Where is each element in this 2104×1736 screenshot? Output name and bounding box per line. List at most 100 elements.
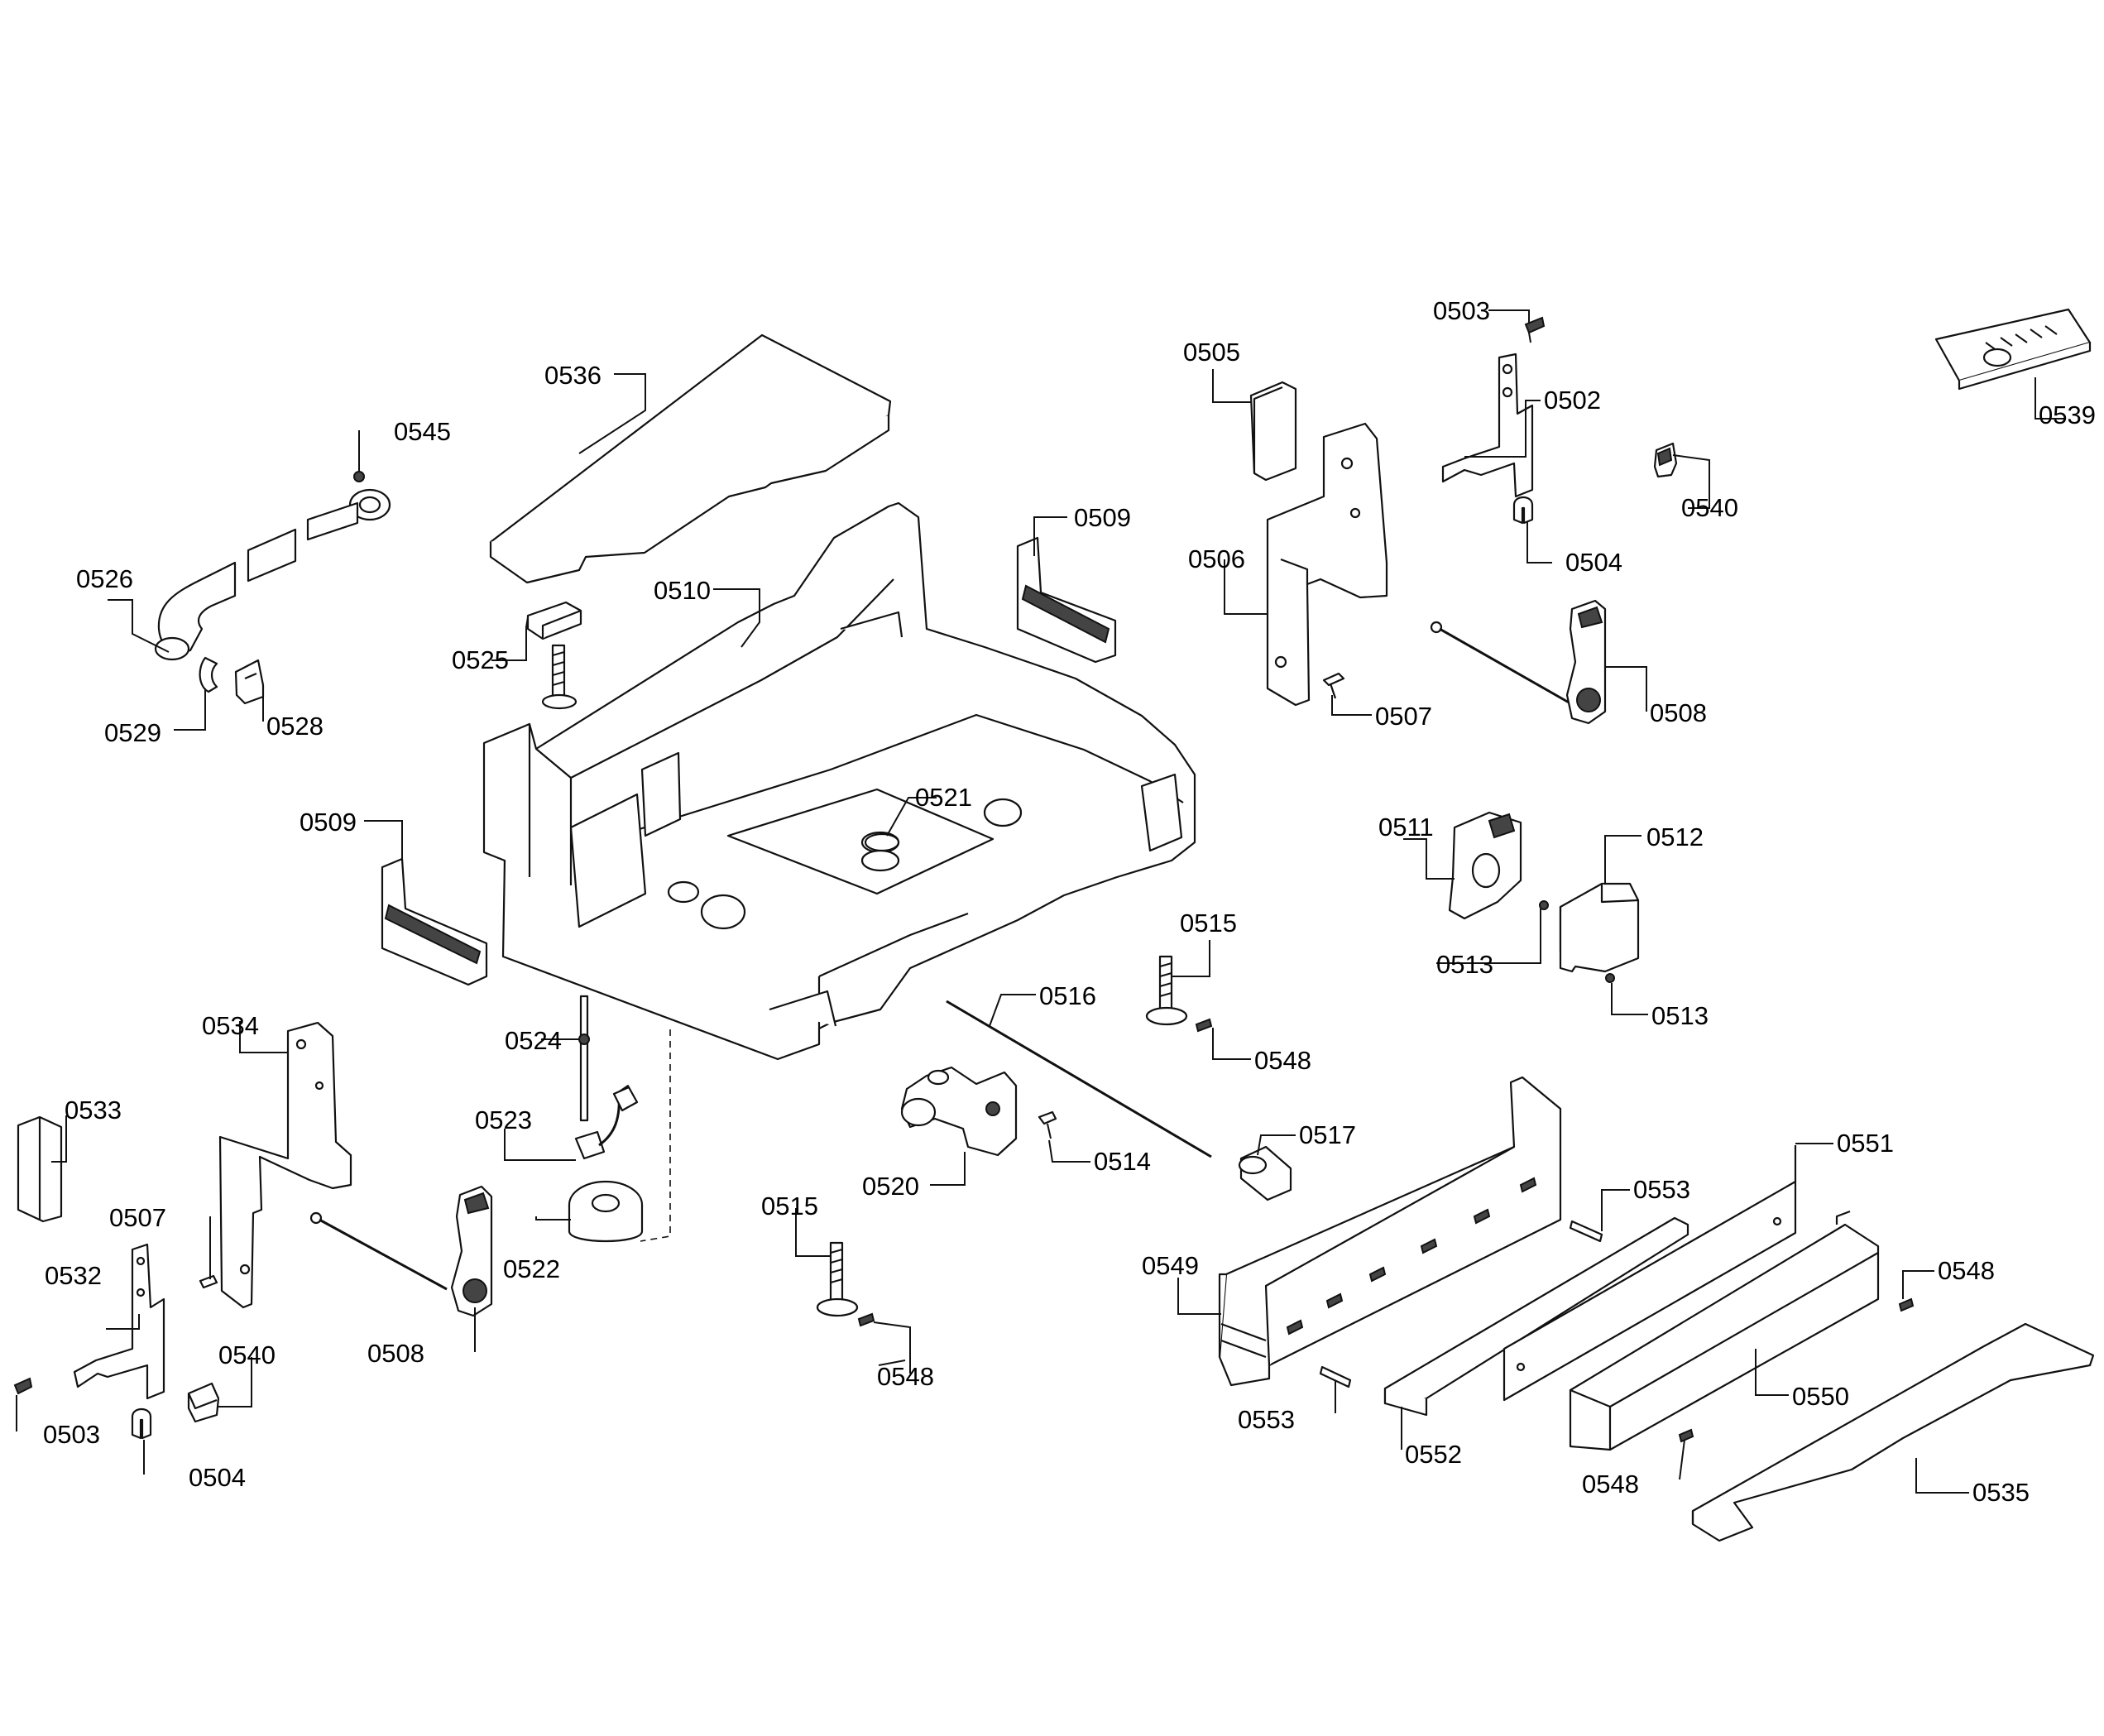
part-0548-screw-upper[interactable] bbox=[1195, 1018, 1213, 1033]
callout-0524[interactable]: 0524 bbox=[505, 1026, 562, 1055]
callout-0504[interactable]: 0504 bbox=[1565, 548, 1622, 577]
callout-0526[interactable]: 0526 bbox=[76, 564, 133, 593]
callout-0540-lower[interactable]: 0540 bbox=[218, 1340, 276, 1369]
part-0532-hinge-bracket[interactable] bbox=[73, 1243, 165, 1400]
part-0515-leveling-foot-lower[interactable] bbox=[816, 1241, 859, 1317]
part-0505-bracket[interactable] bbox=[1249, 381, 1297, 482]
part-0536-insulation-plate[interactable] bbox=[489, 333, 892, 584]
callout-0534[interactable]: 0534 bbox=[202, 1011, 259, 1040]
part-0535-base-plate[interactable] bbox=[1691, 1322, 2095, 1542]
callout-0549[interactable]: 0549 bbox=[1142, 1251, 1199, 1280]
callout-0535[interactable]: 0535 bbox=[1972, 1478, 2030, 1507]
part-0553-pin-upper[interactable] bbox=[1569, 1220, 1603, 1243]
part-0516-rod[interactable] bbox=[946, 1000, 1212, 1158]
callout-0548-bottom[interactable]: 0548 bbox=[1582, 1470, 1639, 1499]
part-0512-cover[interactable] bbox=[1559, 882, 1640, 973]
part-0539-hardware-bag[interactable] bbox=[1934, 308, 2092, 391]
callout-0508[interactable]: 0508 bbox=[1650, 698, 1707, 727]
part-0503-screw-lower[interactable] bbox=[13, 1377, 33, 1395]
part-0525-foot-bolt[interactable] bbox=[526, 601, 582, 710]
part-0510-base-frame[interactable] bbox=[482, 501, 1196, 1061]
callout-0505[interactable]: 0505 bbox=[1183, 338, 1240, 367]
callout-0525[interactable]: 0525 bbox=[452, 645, 509, 674]
part-0529-hose-clip[interactable] bbox=[199, 656, 218, 693]
callout-0550[interactable]: 0550 bbox=[1792, 1382, 1849, 1411]
part-0508-hinge-spring-lower[interactable] bbox=[309, 1185, 493, 1317]
callout-0515[interactable]: 0515 bbox=[1180, 909, 1237, 938]
part-0507-screw-upper[interactable] bbox=[1322, 672, 1345, 699]
callout-0552[interactable]: 0552 bbox=[1405, 1440, 1462, 1469]
callout-0512[interactable]: 0512 bbox=[1646, 822, 1704, 851]
part-0503-screw-upper[interactable] bbox=[1524, 316, 1546, 343]
callout-0522[interactable]: 0522 bbox=[503, 1254, 560, 1283]
callout-0548-mid[interactable]: 0548 bbox=[877, 1362, 934, 1391]
part-0511-housing[interactable] bbox=[1448, 811, 1522, 920]
callout-0513-lower[interactable]: 0513 bbox=[1651, 1001, 1709, 1030]
part-0513-screw-a[interactable] bbox=[1539, 900, 1549, 910]
part-0533-end-cap[interactable] bbox=[17, 1115, 63, 1223]
part-0534-side-panel[interactable] bbox=[218, 1021, 352, 1309]
part-0540-clip-lower[interactable] bbox=[187, 1382, 220, 1423]
part-0509-spring-bar-upper[interactable] bbox=[1016, 536, 1117, 664]
callout-0539[interactable]: 0539 bbox=[2039, 400, 2096, 429]
part-0526-drain-hose[interactable] bbox=[154, 501, 359, 661]
part-0528-bracket[interactable] bbox=[234, 659, 265, 705]
part-0504-clip-upper[interactable] bbox=[1512, 496, 1534, 525]
part-0513-screw-b[interactable] bbox=[1605, 973, 1615, 983]
callout-0503-lower[interactable]: 0503 bbox=[43, 1420, 100, 1449]
part-0509-spring-bar-lower[interactable] bbox=[381, 857, 488, 986]
callout-0553-lower[interactable]: 0553 bbox=[1238, 1405, 1295, 1434]
callout-0536[interactable]: 0536 bbox=[544, 361, 601, 390]
callout-0548[interactable]: 0548 bbox=[1254, 1046, 1311, 1075]
callout-0509[interactable]: 0509 bbox=[1074, 503, 1131, 532]
part-0523-wire-harness[interactable] bbox=[574, 1084, 639, 1160]
part-0506-side-panel[interactable] bbox=[1266, 422, 1388, 707]
callout-0502[interactable]: 0502 bbox=[1544, 386, 1601, 415]
callout-0520[interactable]: 0520 bbox=[862, 1172, 919, 1201]
part-0548-screw-mid[interactable] bbox=[857, 1312, 875, 1327]
part-0524-rod[interactable] bbox=[578, 995, 590, 1122]
callout-0516[interactable]: 0516 bbox=[1039, 981, 1096, 1010]
callout-0513[interactable]: 0513 bbox=[1436, 950, 1493, 979]
part-0521-float[interactable] bbox=[864, 832, 900, 852]
callout-0510[interactable]: 0510 bbox=[654, 576, 711, 605]
part-0514-screw[interactable] bbox=[1038, 1110, 1057, 1139]
part-0550-toe-kick[interactable] bbox=[1569, 1210, 1880, 1451]
callout-0506[interactable]: 0506 bbox=[1188, 544, 1245, 573]
part-0515-leveling-foot-upper[interactable] bbox=[1145, 955, 1188, 1026]
part-0520-inlet-valve[interactable] bbox=[900, 1066, 1018, 1157]
part-0552-trim-strip[interactable] bbox=[1383, 1216, 1689, 1417]
callout-0533[interactable]: 0533 bbox=[65, 1096, 122, 1125]
callout-0517[interactable]: 0517 bbox=[1299, 1120, 1356, 1149]
part-0507-screw-lower[interactable] bbox=[199, 1274, 218, 1289]
callout-0528[interactable]: 0528 bbox=[266, 712, 324, 741]
callout-0511[interactable]: 0511 bbox=[1378, 813, 1434, 842]
part-0540-clip-upper[interactable] bbox=[1653, 442, 1678, 478]
callout-0551[interactable]: 0551 bbox=[1837, 1129, 1894, 1158]
part-0548-screw-right[interactable] bbox=[1898, 1297, 1915, 1312]
part-0504-clip-lower[interactable] bbox=[131, 1408, 152, 1440]
callout-0507-lower[interactable]: 0507 bbox=[109, 1203, 166, 1232]
callout-0521[interactable]: 0521 bbox=[915, 783, 972, 812]
part-0549-kickplate-base[interactable] bbox=[1218, 1076, 1562, 1387]
part-0551-front-panel[interactable] bbox=[1503, 1145, 1797, 1402]
callout-0545[interactable]: 0545 bbox=[394, 417, 451, 446]
callout-0532[interactable]: 0532 bbox=[45, 1261, 102, 1290]
callout-0503[interactable]: 0503 bbox=[1433, 296, 1490, 325]
callout-0508-lower[interactable]: 0508 bbox=[367, 1339, 424, 1368]
part-0517-bushing[interactable] bbox=[1238, 1145, 1292, 1201]
part-0548-screw-bottom[interactable] bbox=[1678, 1428, 1694, 1443]
callout-0553[interactable]: 0553 bbox=[1633, 1175, 1690, 1204]
callout-0540[interactable]: 0540 bbox=[1681, 493, 1738, 522]
callout-0509-lower[interactable]: 0509 bbox=[300, 808, 357, 837]
callout-0548-right[interactable]: 0548 bbox=[1938, 1256, 1995, 1285]
part-0508-hinge-spring-upper[interactable] bbox=[1430, 599, 1607, 725]
part-0502-hinge-bracket[interactable] bbox=[1441, 352, 1534, 498]
callout-0507[interactable]: 0507 bbox=[1375, 702, 1432, 731]
callout-0514[interactable]: 0514 bbox=[1094, 1147, 1151, 1176]
callout-0504-lower[interactable]: 0504 bbox=[189, 1463, 246, 1492]
part-0522-pump-cover[interactable] bbox=[568, 1180, 644, 1243]
callout-0523[interactable]: 0523 bbox=[475, 1105, 532, 1134]
callout-0529[interactable]: 0529 bbox=[104, 718, 161, 747]
callout-0515-lower[interactable]: 0515 bbox=[761, 1192, 818, 1220]
